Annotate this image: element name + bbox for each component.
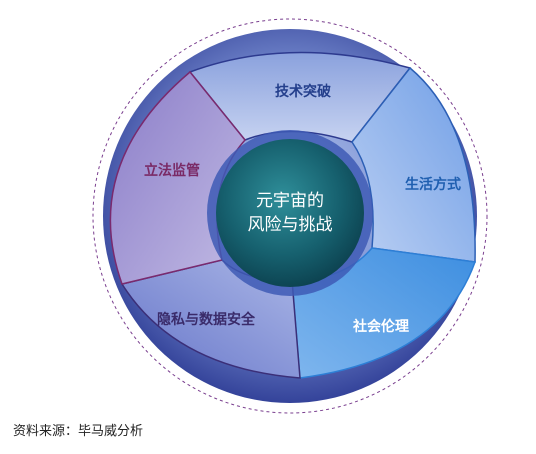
- segment-label-lifestyle: 生活方式: [405, 176, 461, 193]
- segment-label-ethics: 社会伦理: [352, 318, 409, 335]
- segment-label-legislation: 立法监管: [144, 162, 200, 179]
- dashed-outline: [92, 18, 488, 414]
- center-circle: [216, 139, 364, 287]
- center-title-line2: 风险与挑战: [248, 215, 333, 235]
- segment-label-tech: 技术突破: [275, 83, 331, 100]
- center-title-line1: 元宇宙的: [256, 191, 324, 211]
- segment-label-privacy: 隐私与数据安全: [157, 311, 256, 328]
- source-note: 资料来源：毕马威分析: [13, 424, 144, 439]
